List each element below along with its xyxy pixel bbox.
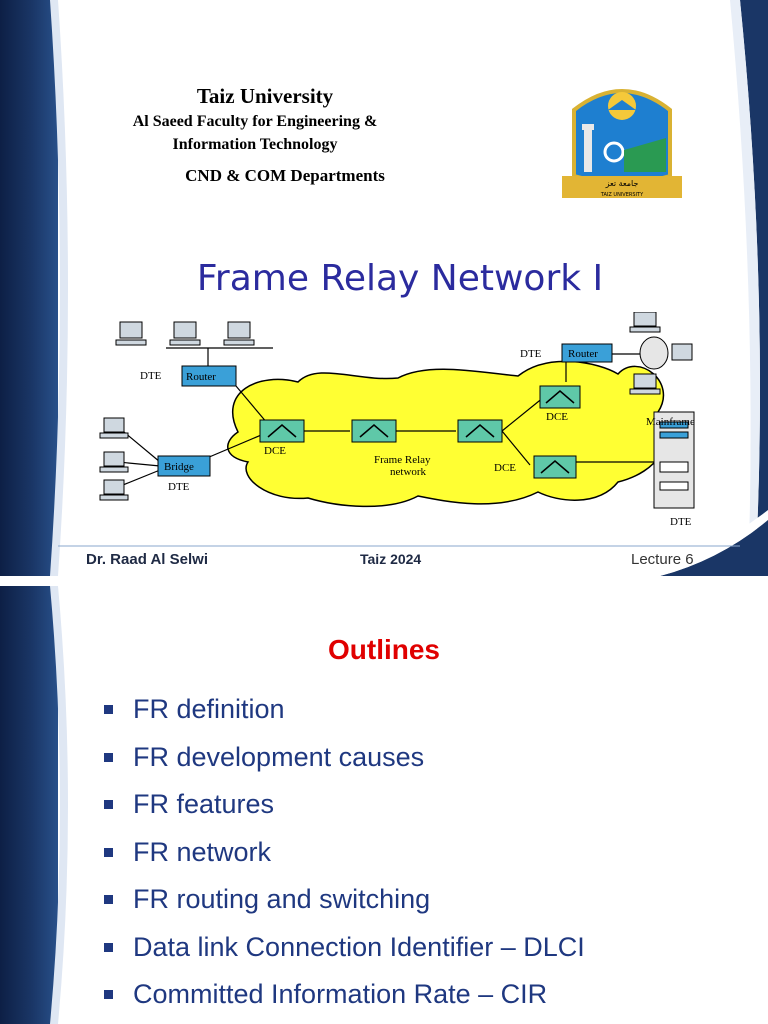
outline-item-text: FR definition: [133, 694, 285, 725]
left-decoration-2: [0, 586, 58, 1024]
outline-item: FR network: [104, 829, 585, 877]
university-name: Taiz University: [196, 84, 334, 108]
label-router-left: Router: [186, 371, 216, 383]
outline-item-text: Data link Connection Identifier – DLCI: [133, 931, 585, 962]
logo-english-text: TAIZ UNIVERSITY: [600, 192, 644, 198]
outline-list: FR definition FR development causes FR f…: [104, 686, 585, 1019]
outline-item: Committed Information Rate – CIR: [104, 971, 585, 1019]
slide-outlines: Outlines FR definition FR development ca…: [0, 586, 768, 1024]
bullet-icon: [104, 752, 113, 762]
logo-arabic-text: جامعة تعز: [605, 179, 639, 188]
slide-gap: [0, 576, 768, 586]
left-decoration: [0, 0, 58, 576]
departments: CND & COM Departments: [185, 166, 385, 185]
slide-frame-decoration: [50, 0, 768, 576]
outline-item: FR definition: [104, 686, 585, 734]
label-bridge: Bridge: [164, 461, 194, 473]
outline-item-text: FR network: [133, 836, 272, 867]
bullet-icon: [104, 705, 113, 715]
bullet-icon: [104, 847, 113, 857]
outline-item: FR routing and switching: [104, 876, 585, 924]
slide-title-text: Frame Relay Network I: [196, 258, 604, 299]
university-logo: جامعة تعز TAIZ UNIVERSITY: [562, 89, 682, 198]
label-dte-mainframe: DTE: [670, 516, 692, 528]
outline-item-text: FR features: [133, 789, 275, 820]
label-cloud-2: network: [390, 466, 427, 478]
label-dte-right: DTE: [520, 348, 542, 360]
footer-place-year: Taiz 2024: [360, 551, 422, 567]
label-dce-right-top: DCE: [546, 411, 568, 423]
label-dte-left: DTE: [140, 370, 162, 382]
label-mainframe: Mainframe: [646, 416, 695, 428]
faculty-line-1: Al Saeed Faculty for Engineering &: [132, 113, 378, 130]
label-cloud-1: Frame Relay: [374, 454, 431, 466]
outline-item-text: FR routing and switching: [133, 884, 431, 915]
outline-item-text: Committed Information Rate – CIR: [133, 979, 548, 1010]
footer-author: Dr. Raad Al Selwi: [86, 551, 208, 568]
label-dce-right-bottom: DCE: [494, 462, 516, 474]
bullet-icon: [104, 895, 113, 905]
faculty-line-2: Information Technology: [172, 136, 338, 153]
outline-item-text: FR development causes: [133, 741, 425, 772]
outline-item: Data link Connection Identifier – DLCI: [104, 924, 585, 972]
slide-frame-decoration-2: [50, 586, 68, 1024]
label-dte-bridge: DTE: [168, 481, 190, 493]
label-router-right: Router: [568, 348, 598, 360]
frame-relay-diagram: DTE Router Bridge DTE DCE Frame Relay ne…: [98, 312, 718, 538]
outline-item: FR features: [104, 781, 585, 829]
slide-title: Taiz University Al Saeed Faculty for Eng…: [0, 0, 768, 576]
bullet-icon: [104, 942, 113, 952]
outline-item: FR development causes: [104, 734, 585, 782]
footer-lecture: Lecture 6: [631, 551, 694, 568]
bullet-icon: [104, 990, 113, 1000]
bullet-icon: [104, 800, 113, 810]
label-dce-left: DCE: [264, 445, 286, 457]
outlines-heading: Outlines: [327, 634, 440, 665]
